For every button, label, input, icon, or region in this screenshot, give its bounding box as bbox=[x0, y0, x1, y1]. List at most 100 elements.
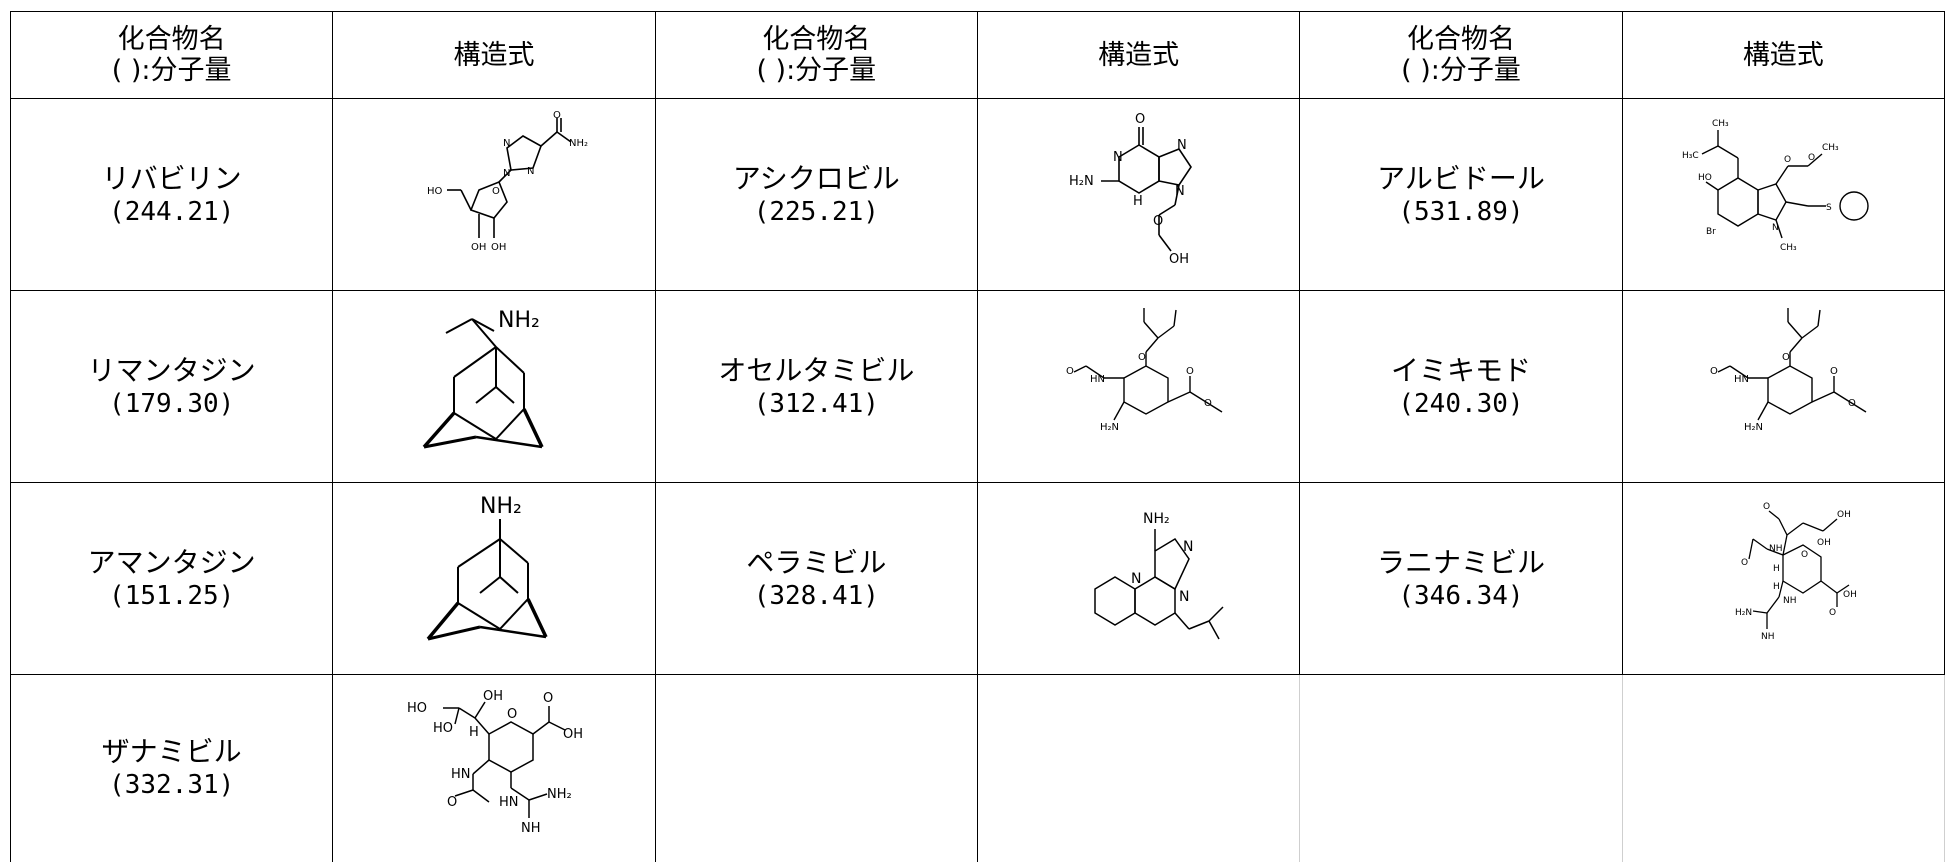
atom-label: H bbox=[1773, 582, 1780, 592]
atom-label: HO bbox=[407, 701, 427, 716]
atom-label: HN bbox=[1090, 374, 1105, 385]
atom-label: N bbox=[503, 138, 510, 149]
atom-label: O bbox=[1138, 352, 1146, 363]
empty-cell bbox=[654, 674, 978, 862]
structure-cell: NH₂ bbox=[332, 290, 656, 483]
atom-label: H₃C bbox=[1682, 151, 1699, 161]
atom-label: NH₂ bbox=[480, 494, 522, 519]
zanamivir-structure-icon: HO OH HO H O O OH HN O HN NH₂ NH bbox=[407, 689, 583, 836]
atom-label: S bbox=[1826, 203, 1832, 213]
header-structure-cell: 構造式 bbox=[332, 11, 656, 99]
atom-label: O bbox=[1829, 608, 1836, 618]
empty-cell bbox=[1299, 674, 1623, 862]
atom-label: HO bbox=[427, 186, 443, 197]
arbidol-structure-icon: CH₃ H₃C O O CH₃ HO Br N CH₃ S bbox=[1682, 119, 1870, 253]
atom-label: O bbox=[1710, 366, 1718, 377]
atom-label: N bbox=[1177, 138, 1187, 153]
atom-label: H bbox=[1773, 564, 1780, 574]
table-row: リマンタジン(179.30) NH₂ オセルタミビル(312.41) bbox=[9, 290, 1945, 483]
atom-label: N bbox=[1113, 150, 1123, 165]
structure-cell: O N H N N H₂N O OH bbox=[976, 98, 1301, 291]
compound-name: イミキモド bbox=[1390, 353, 1531, 387]
molecular-weight: (531.89) bbox=[1398, 196, 1524, 227]
molecular-weight: (240.30) bbox=[1398, 388, 1524, 419]
atom-label: OH bbox=[483, 689, 503, 704]
structure-cell: HO OH HO H O O OH HN O HN NH₂ NH bbox=[332, 674, 656, 862]
table-row: ザナミビル(332.31) HO OH HO H O O bbox=[9, 674, 1945, 862]
header-structure-cell: 構造式 bbox=[976, 11, 1301, 99]
amantadine-structure-icon: NH₂ bbox=[426, 494, 548, 640]
imiquimod-structure-icon: O O O HN O H₂N bbox=[1710, 307, 1867, 433]
empty-cell bbox=[1621, 674, 1945, 862]
compound-name: アシクロビル bbox=[732, 161, 900, 195]
atom-label: CH₃ bbox=[1780, 243, 1797, 253]
ribavirin-structure-icon: O N N N O NH₂ HO OH OH bbox=[427, 110, 588, 253]
atom-label: H₂N bbox=[1100, 422, 1119, 433]
compound-name: オセルタミビル bbox=[718, 353, 915, 387]
atom-label: HN bbox=[1734, 374, 1749, 385]
atom-label: O bbox=[1808, 153, 1815, 163]
empty-cell bbox=[976, 674, 1301, 862]
atom-label: CH₃ bbox=[1822, 143, 1839, 153]
compound-name-cell: イミキモド(240.30) bbox=[1299, 290, 1623, 483]
atom-label: OH bbox=[471, 242, 486, 253]
compound-name-cell: ザナミビル(332.31) bbox=[9, 674, 334, 862]
atom-label: H₂N bbox=[1744, 422, 1763, 433]
atom-label: OH bbox=[1817, 538, 1831, 548]
compound-name-cell: ラニナミビル(346.34) bbox=[1299, 482, 1623, 675]
atom-label: N bbox=[1183, 539, 1193, 555]
atom-label: O bbox=[1186, 366, 1194, 377]
peramivir-structure-icon: NH₂ N N N bbox=[1093, 511, 1224, 639]
laninamivir-structure-icon: O OH OH NH O H H O NH OH O H₂N NH bbox=[1735, 502, 1857, 642]
atom-label: HO bbox=[1698, 173, 1712, 183]
atom-label: OH bbox=[1843, 590, 1857, 600]
atom-label: O bbox=[1066, 366, 1074, 377]
structure-cell: O O O HN O H₂N bbox=[976, 290, 1301, 483]
atom-label: NH bbox=[1761, 632, 1775, 642]
atom-label: O bbox=[1784, 155, 1791, 165]
compound-name: アマンタジン bbox=[87, 545, 256, 579]
atom-label: O bbox=[1741, 558, 1748, 568]
atom-label: H₂N bbox=[1069, 174, 1094, 189]
structure-cell: O O O HN O H₂N bbox=[1621, 290, 1945, 483]
compound-name: リバビリン bbox=[101, 161, 242, 195]
oseltamivir-structure-icon: O O O HN O H₂N bbox=[1066, 307, 1223, 433]
table-row: リバビリン(244.21) O N N N O NH₂ HO bbox=[9, 98, 1945, 291]
molecular-weight: (244.21) bbox=[109, 196, 235, 227]
acyclovir-structure-icon: O N H N N H₂N O OH bbox=[1069, 112, 1192, 267]
atom-label: N bbox=[503, 168, 510, 179]
rimantadine-structure-icon: NH₂ bbox=[422, 308, 544, 448]
compound-name-cell: アルビドール(531.89) bbox=[1299, 98, 1623, 291]
atom-label: N bbox=[1175, 184, 1185, 199]
atom-label: Br bbox=[1706, 227, 1716, 237]
structure-cell: NH₂ N N N bbox=[976, 482, 1301, 675]
molecular-weight: (346.34) bbox=[1398, 580, 1524, 611]
atom-label: NH₂ bbox=[498, 308, 540, 333]
molecular-weight: (312.41) bbox=[753, 388, 879, 419]
atom-label: H bbox=[1133, 194, 1143, 209]
molecular-weight: (151.25) bbox=[109, 580, 235, 611]
atom-label: H bbox=[469, 725, 479, 740]
structure-cell: NH₂ bbox=[332, 482, 656, 675]
atom-label: NH bbox=[521, 821, 541, 836]
atom-label: NH bbox=[1769, 544, 1783, 554]
atom-label: O bbox=[553, 110, 561, 121]
molecular-weight: (332.31) bbox=[109, 770, 235, 801]
compound-name: ラニナミビル bbox=[1376, 545, 1545, 579]
compound-name-cell: オセルタミビル(312.41) bbox=[654, 290, 978, 483]
atom-label: NH₂ bbox=[569, 138, 588, 149]
atom-label: N bbox=[1179, 589, 1189, 605]
atom-label: O bbox=[1153, 214, 1163, 229]
header-name-cell: 化合物名( ):分子量 bbox=[1299, 11, 1623, 99]
compound-name: ザナミビル bbox=[101, 735, 242, 769]
atom-label: OH bbox=[1837, 510, 1851, 520]
atom-label: OH bbox=[1169, 252, 1189, 267]
compound-name-cell: アシクロビル(225.21) bbox=[654, 98, 978, 291]
atom-label: O bbox=[492, 186, 500, 197]
compound-name: リマンタジン bbox=[87, 353, 256, 387]
atom-label: O bbox=[507, 707, 517, 722]
compound-name-cell: アマンタジン(151.25) bbox=[9, 482, 334, 675]
compound-name: アルビドール bbox=[1377, 161, 1545, 195]
molecular-weight: (328.41) bbox=[753, 580, 879, 611]
atom-label: CH₃ bbox=[1712, 119, 1729, 129]
